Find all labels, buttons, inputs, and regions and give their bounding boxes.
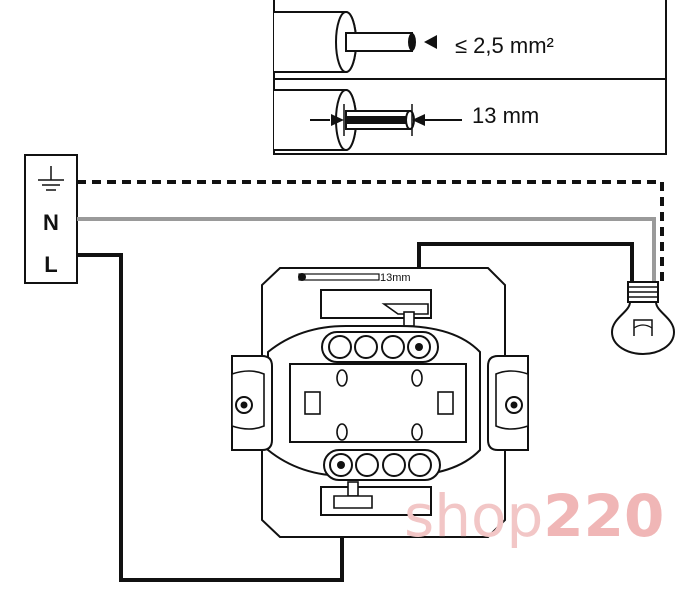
neutral-terminal-label: N: [43, 210, 59, 235]
upper-terminal-row: [321, 331, 439, 363]
strip-length-label: 13 mm: [472, 103, 539, 128]
spec-box: ≤ 2,5 mm² 13 mm: [273, 0, 667, 155]
switch-mechanism: 13mm: [231, 267, 529, 538]
right-mounting-claw: [487, 355, 529, 451]
svg-text:shop220: shop220: [404, 482, 664, 550]
wire-gauge-illustration: [274, 11, 437, 73]
lightbulb-icon: [610, 281, 676, 356]
strip-gauge: [298, 273, 380, 281]
left-mounting-claw: [231, 355, 273, 451]
wire-size-label: ≤ 2,5 mm²: [455, 33, 554, 58]
upper-release-lever: [381, 303, 429, 327]
earth-wire: [77, 180, 664, 282]
strip-length-illustration: [274, 89, 462, 151]
line-wire: [77, 253, 344, 582]
watermark-text-bold: 220: [543, 482, 664, 550]
ground-icon: [38, 166, 64, 191]
lower-release-lever: [333, 481, 373, 509]
strip-gauge-label: 13mm: [380, 272, 411, 284]
line-terminal-label: L: [44, 252, 57, 277]
shop220-watermark: shop220: [404, 482, 664, 550]
lower-terminal-row: [323, 449, 441, 481]
neutral-wire: [77, 217, 656, 282]
watermark-text-light: shop: [404, 482, 543, 550]
supply-terminal-block: N L: [24, 154, 78, 284]
